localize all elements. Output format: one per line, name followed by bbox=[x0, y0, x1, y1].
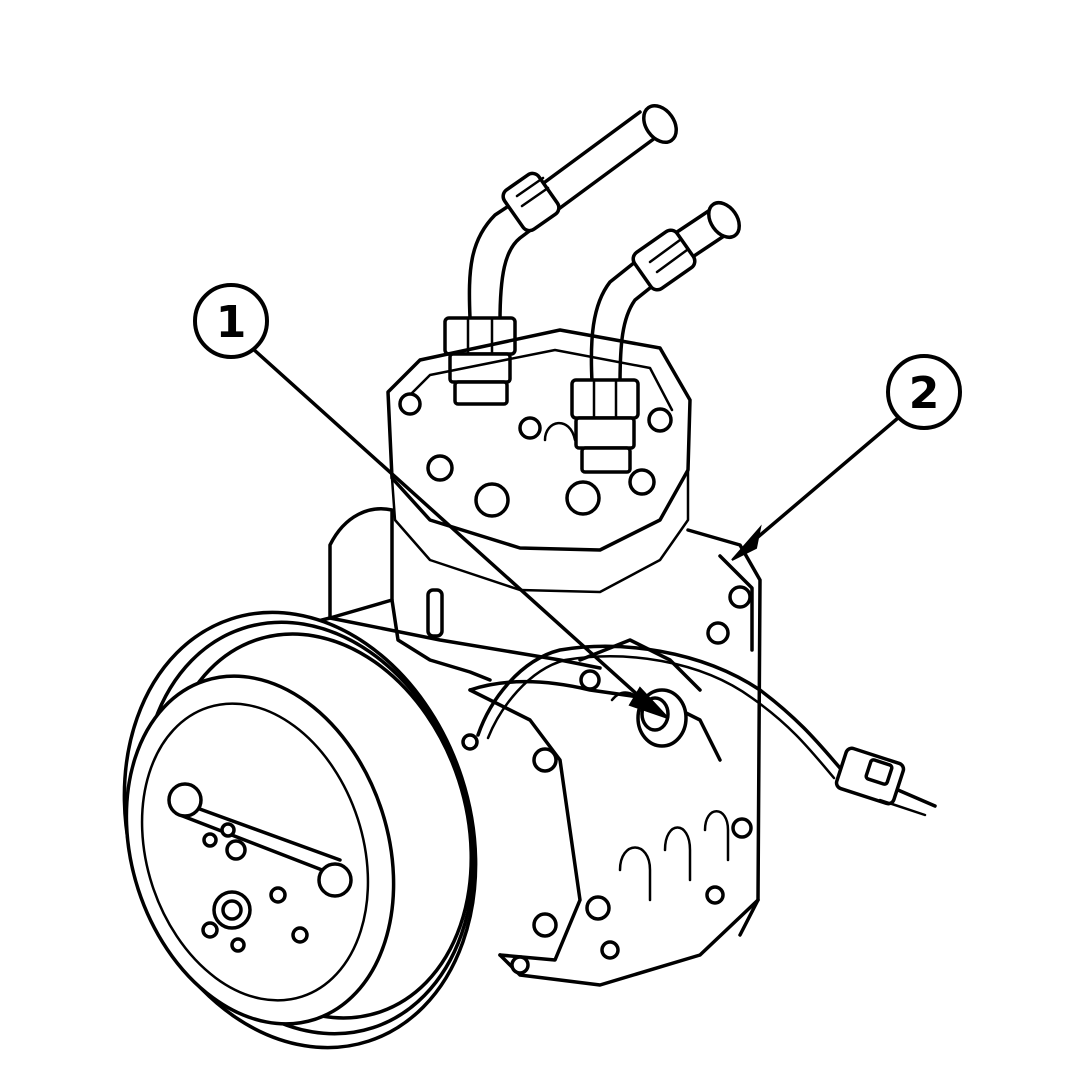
leader-line-2 bbox=[731, 416, 900, 561]
cylinder-head bbox=[386, 328, 692, 594]
end-plate bbox=[461, 688, 611, 962]
callout-1-label: 1 bbox=[216, 297, 247, 348]
clutch-pulley-icon bbox=[122, 610, 478, 1050]
callout-2: 2 bbox=[886, 354, 962, 430]
wire-harness bbox=[476, 644, 842, 780]
discharge-fitting bbox=[570, 378, 640, 474]
mounting-base bbox=[498, 810, 760, 987]
callout-1: 1 bbox=[193, 283, 269, 359]
leader-line-1 bbox=[250, 346, 669, 719]
discharge-hose bbox=[589, 200, 741, 388]
suction-hose bbox=[467, 104, 678, 324]
callout-2-label: 2 bbox=[909, 368, 940, 419]
electrical-connector-icon bbox=[834, 746, 937, 817]
